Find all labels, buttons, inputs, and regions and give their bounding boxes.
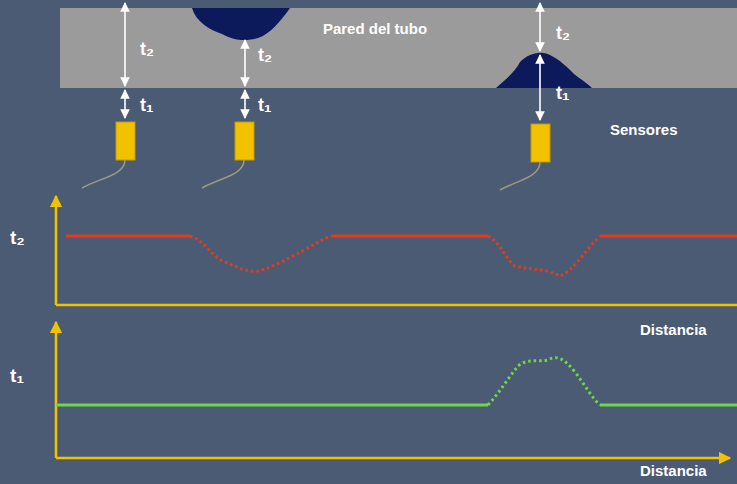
time-label: t₁ [258, 96, 271, 116]
axis-label: Distancia [640, 322, 707, 339]
axis-label: Distancia [640, 463, 707, 480]
pipe-wall [60, 8, 737, 88]
corrosion [496, 53, 592, 88]
wall-label: Pared del tubo [323, 20, 427, 37]
axis-label: t₁ [10, 366, 24, 387]
axis-label: t₂ [10, 228, 25, 249]
time-arrows [125, 3, 540, 120]
time-label: t₂ [258, 46, 272, 66]
time-label: t₁ [140, 96, 153, 116]
t1-curve [56, 358, 737, 405]
sensor-label: Sensores [610, 122, 678, 139]
sensor-cables [82, 160, 540, 190]
wall-band: Pared del tubo [60, 8, 737, 36]
time-label: t₂ [556, 24, 570, 44]
t2-curve [66, 236, 737, 276]
chart-axes [56, 196, 737, 458]
sensors [116, 122, 550, 162]
corrosion [192, 8, 290, 40]
time-label: t₂ [140, 40, 154, 60]
time-label: t₁ [556, 84, 569, 104]
